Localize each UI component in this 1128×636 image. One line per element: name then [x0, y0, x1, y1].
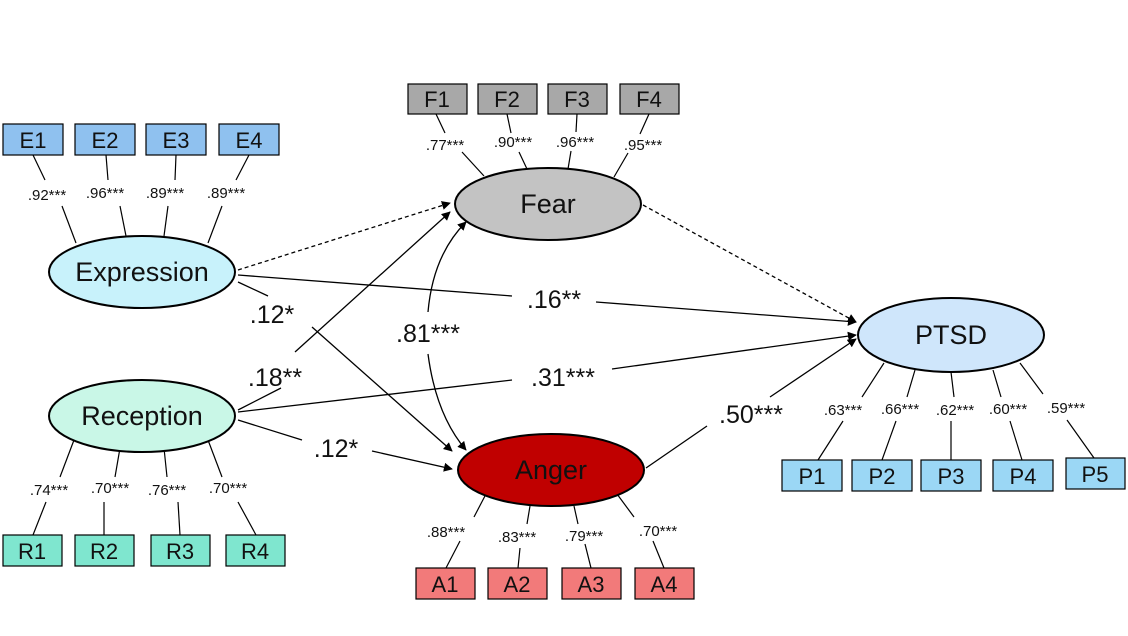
indicators-fear — [407, 83, 680, 115]
latent-label-fear: Fear — [520, 189, 576, 219]
indicators-anger — [415, 567, 695, 600]
indicator-f4: F4 — [636, 87, 662, 112]
indicator-p3: P3 — [938, 464, 965, 489]
path-reception-ptsd-left — [237, 379, 513, 413]
loading-f4: .95*** — [624, 137, 663, 154]
indicators-expression — [2, 123, 280, 156]
path-reception-fear-bottom — [237, 387, 282, 411]
loading-p2: .66*** — [881, 401, 920, 418]
indicator-r1: R1 — [18, 539, 46, 564]
indicator-p2: P2 — [869, 464, 896, 489]
indicator-p4: P4 — [1010, 464, 1037, 489]
coef-expression-anger: .12* — [250, 301, 295, 329]
path-reception-ptsd-right — [611, 331, 857, 370]
loading-f3: .96*** — [556, 134, 595, 151]
path-expression-anger-top — [237, 281, 269, 297]
loading-p4: .60*** — [989, 401, 1028, 418]
indicator-a1: A1 — [432, 572, 459, 597]
loading-e2: .96*** — [86, 185, 125, 202]
loading-r1: .74*** — [30, 482, 69, 499]
indicator-r2: R2 — [90, 539, 118, 564]
structural-paths — [237, 201, 857, 472]
loading-p3: .62*** — [936, 402, 975, 419]
indicator-labels: E1 E2 E3 E4 F1 F2 F3 F4 R1 R2 R3 R4 A1 A… — [18, 87, 1109, 597]
path-coefficients: .12* .18** .81*** .16** .31*** .12* .50*… — [248, 286, 783, 463]
latent-label-expression: Expression — [75, 257, 209, 287]
covariance-fear-anger-bottom — [427, 353, 467, 451]
coef-reception-ptsd: .31*** — [531, 364, 595, 392]
indicator-f1: F1 — [424, 87, 450, 112]
latent-anger: Anger — [457, 433, 645, 507]
loading-a3: .79*** — [565, 528, 604, 545]
coef-fear-anger-covariance: .81*** — [396, 320, 460, 348]
coef-expression-ptsd: .16** — [527, 286, 581, 314]
loading-r2: .70*** — [91, 480, 130, 497]
latent-label-anger: Anger — [515, 455, 587, 485]
coef-reception-anger: .12* — [314, 435, 359, 463]
latent-label-reception: Reception — [81, 401, 203, 431]
loading-a4: .70*** — [639, 523, 678, 540]
path-reception-fear-top — [294, 211, 451, 353]
loading-e3: .89*** — [146, 185, 185, 202]
loading-e4: .89*** — [207, 185, 246, 202]
path-expression-ptsd-left — [237, 274, 513, 297]
loading-a2: .83*** — [498, 529, 537, 546]
path-reception-anger-left — [237, 419, 303, 441]
loading-e1: .92*** — [28, 187, 67, 204]
indicator-a2: A2 — [504, 572, 531, 597]
path-expression-anger-bottom — [311, 326, 453, 452]
indicator-p5: P5 — [1082, 462, 1109, 487]
coef-reception-fear: .18** — [248, 364, 302, 392]
latent-fear: Fear — [454, 167, 642, 241]
indicator-f2: F2 — [494, 87, 520, 112]
loading-p1: .63*** — [824, 402, 863, 419]
covariance-fear-anger-top — [427, 221, 467, 313]
latent-reception: Reception — [48, 379, 236, 453]
indicator-e3: E3 — [163, 128, 190, 153]
loading-a1: .88*** — [427, 524, 466, 541]
path-expression-ptsd-right — [595, 301, 857, 326]
factor-loadings: .92*** .96*** .89*** .89*** .77*** .90**… — [28, 134, 1086, 546]
loading-f2: .90*** — [494, 134, 533, 151]
indicators-ptsd — [781, 457, 1126, 492]
loading-lines — [32, 113, 1095, 569]
path-anger-ptsd-left — [645, 425, 708, 469]
indicator-a4: A4 — [651, 572, 678, 597]
loading-p5: .59*** — [1047, 400, 1086, 417]
latent-label-ptsd: PTSD — [915, 320, 987, 350]
indicator-e2: E2 — [92, 128, 119, 153]
indicator-r3: R3 — [166, 539, 194, 564]
indicator-a3: A3 — [578, 572, 605, 597]
indicator-e1: E1 — [20, 128, 47, 153]
path-expression-fear — [237, 201, 451, 271]
path-anger-ptsd-right — [769, 338, 857, 398]
indicator-r4: R4 — [241, 539, 269, 564]
indicator-p1: P1 — [799, 464, 826, 489]
path-fear-ptsd — [642, 204, 857, 323]
latent-expression: Expression — [48, 235, 236, 309]
indicators-reception — [2, 534, 286, 567]
loading-r4: .70*** — [209, 480, 248, 497]
path-reception-anger-right — [371, 450, 453, 472]
indicator-f3: F3 — [564, 87, 590, 112]
loading-f1: .77*** — [426, 137, 465, 154]
coef-anger-ptsd: .50*** — [719, 401, 783, 429]
loading-r3: .76*** — [148, 482, 187, 499]
latent-ptsd: PTSD — [857, 297, 1045, 373]
indicator-e4: E4 — [236, 128, 263, 153]
